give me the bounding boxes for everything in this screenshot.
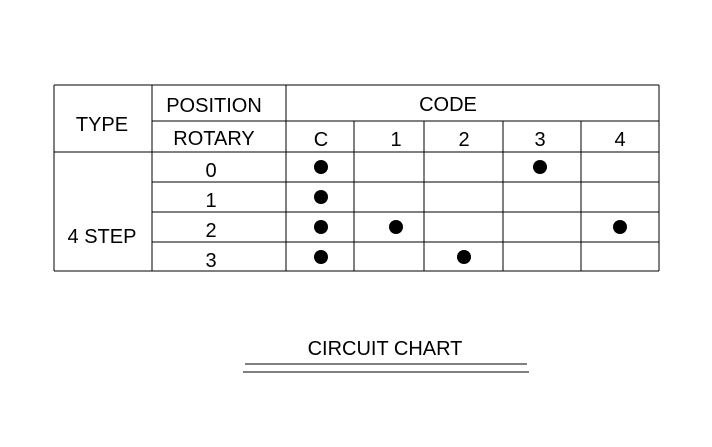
table-headers: TYPE POSITION ROTARY CODE C 1 2 3 4 4 ST… [68,94,626,248]
connection-dot [314,220,328,234]
code-col-header: C [314,129,328,151]
position-value: 2 [205,220,216,242]
connection-dot [533,160,547,174]
connection-dot [314,160,328,174]
table-grid [53,84,660,272]
code-col-header: 1 [390,129,401,151]
connection-dot [314,190,328,204]
position-header: POSITION [166,95,262,117]
table-rows: 0 1 2 3 [205,160,216,272]
code-col-header: 4 [614,129,625,151]
connection-dot [314,250,328,264]
rotary-header: ROTARY [173,128,255,150]
caption: CIRCUIT CHART [243,338,529,373]
caption-title: CIRCUIT CHART [308,338,463,360]
position-value: 0 [205,160,216,182]
connection-dot [389,220,403,234]
type-value: 4 STEP [68,226,137,248]
position-value: 1 [205,190,216,212]
code-header: CODE [419,94,477,116]
code-col-header: 3 [534,129,545,151]
connection-dot [613,220,627,234]
connection-dots [314,160,627,264]
code-col-header: 2 [458,129,469,151]
type-header: TYPE [76,114,128,136]
connection-dot [457,250,471,264]
position-value: 3 [205,250,216,272]
